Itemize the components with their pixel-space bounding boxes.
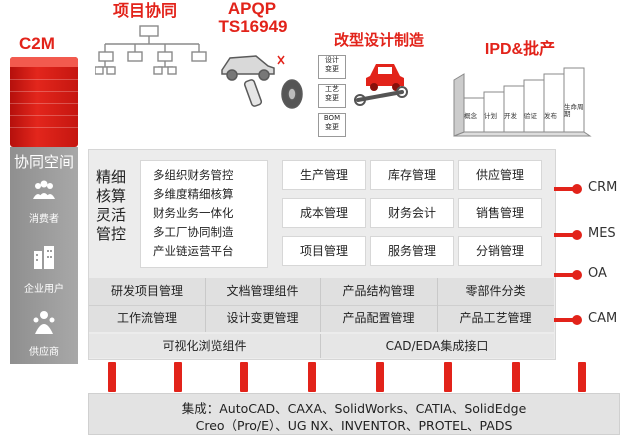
plm-part-classify[interactable]: 零部件分类 xyxy=(465,284,526,298)
plm-rd-project[interactable]: 研发项目管理 xyxy=(110,284,183,298)
process-change-doc: 工艺 变更 xyxy=(318,84,346,108)
module-project[interactable]: 项目管理 xyxy=(282,236,366,266)
crm-label[interactable]: CRM xyxy=(588,180,618,195)
plm-row-divider xyxy=(89,305,554,306)
feature-item: 多维度精细核算 xyxy=(153,187,234,201)
plm-design-change[interactable]: 设计变更管理 xyxy=(226,311,299,325)
plm-row3-bg xyxy=(89,334,554,358)
oa-label[interactable]: OA xyxy=(588,266,607,281)
sidebar-title: 协同空间 xyxy=(13,153,74,171)
plm-visual-browse[interactable]: 可视化浏览组件 xyxy=(162,339,247,353)
finance-title-line: 灵活 xyxy=(96,206,127,224)
car-parts-icon xyxy=(221,55,303,109)
ts16949-label: TS16949 xyxy=(218,17,288,36)
module-service[interactable]: 服务管理 xyxy=(370,236,454,266)
stage-verify: 验证 xyxy=(524,112,537,120)
module-inventory[interactable]: 库存管理 xyxy=(370,160,454,190)
module-production[interactable]: 生产管理 xyxy=(282,160,366,190)
pipe xyxy=(376,362,384,392)
apqp-label: APQP xyxy=(227,0,277,18)
change-docs: 设计 变更 工艺 变更 BOM 变更 xyxy=(318,55,346,137)
crm-dot xyxy=(572,184,582,194)
redesign-label: 改型设计制造 xyxy=(333,32,424,49)
mes-label[interactable]: MES xyxy=(588,226,616,241)
sidebar-item-supplier: 供应商 xyxy=(29,347,59,358)
design-change-doc: 设计 变更 xyxy=(318,55,346,79)
ipd-label: IPD&批产 xyxy=(484,41,556,58)
stage-lifecycle: 生命周期 xyxy=(564,103,584,118)
stage-concept: 概念 xyxy=(464,112,477,120)
building-icon xyxy=(34,246,54,269)
module-cost[interactable]: 成本管理 xyxy=(282,198,366,228)
plm-cad-eda-interface[interactable]: CAD/EDA集成接口 xyxy=(385,339,489,353)
finance-title: 精细 核算 灵活 管控 xyxy=(96,168,132,244)
stage-release: 发布 xyxy=(544,112,557,120)
stage-plan: 计划 xyxy=(484,112,497,120)
org-chart-icon xyxy=(95,25,207,75)
integration-line-2: Creo（Pro/E）、UG NX、INVENTOR、PROTEL、PADS xyxy=(195,418,513,433)
module-distribution[interactable]: 分销管理 xyxy=(458,236,542,266)
finance-title-line: 精细 xyxy=(96,168,127,186)
c2m-label: C2M xyxy=(19,34,55,53)
module-sales[interactable]: 销售管理 xyxy=(458,198,542,228)
mes-dot xyxy=(572,230,582,240)
bom-change-doc: BOM 变更 xyxy=(318,113,346,137)
module-supply[interactable]: 供应管理 xyxy=(458,160,542,190)
plm-doc-mgmt[interactable]: 文档管理组件 xyxy=(226,284,299,298)
plm-product-process[interactable]: 产品工艺管理 xyxy=(459,311,532,325)
pipe xyxy=(308,362,316,392)
sidebar-item-consumer: 消费者 xyxy=(29,214,59,225)
plm-col-divider xyxy=(437,278,438,332)
cam-label[interactable]: CAM xyxy=(588,311,618,326)
stage-develop: 开发 xyxy=(504,112,517,120)
pipe xyxy=(444,362,452,392)
plm-col-divider xyxy=(320,278,321,332)
plm-col-divider xyxy=(320,334,321,358)
mes-connector xyxy=(554,233,576,237)
project-collab-label: 项目协同 xyxy=(112,3,177,20)
finance-title-line: 管控 xyxy=(96,225,127,243)
finance-features: 精细 核算 灵活 管控 多组织财务管控 多维度精细核算 财务业务一体化 多工厂协… xyxy=(92,160,268,268)
people-icon xyxy=(33,180,55,199)
pipe xyxy=(174,362,182,392)
feature-item: 财务业务一体化 xyxy=(153,206,234,220)
c2m-block xyxy=(10,57,78,147)
integration-bar: 集成：AutoCAD、CAXA、SolidWorks、CATIA、SolidEd… xyxy=(88,393,620,435)
plm-product-structure[interactable]: 产品结构管理 xyxy=(342,284,415,298)
pipe xyxy=(578,362,586,392)
cam-dot xyxy=(572,315,582,325)
plm-col-divider xyxy=(205,278,206,332)
integration-line-1: 集成：AutoCAD、CAXA、SolidWorks、CATIA、SolidEd… xyxy=(181,401,527,416)
pipe xyxy=(240,362,248,392)
oa-dot xyxy=(572,270,582,280)
sidebar-item-enterprise: 企业用户 xyxy=(24,284,64,295)
cam-connector xyxy=(554,318,576,322)
plm-workflow[interactable]: 工作流管理 xyxy=(116,311,177,325)
oa-connector xyxy=(554,273,576,277)
finance-title-line: 核算 xyxy=(96,187,127,205)
red-car-wrench-icon xyxy=(354,64,408,106)
supplier-icon xyxy=(33,311,55,334)
feature-item: 多组织财务管控 xyxy=(153,168,234,182)
module-accounting[interactable]: 财务会计 xyxy=(370,198,454,228)
feature-item: 产业链运营平台 xyxy=(153,244,234,258)
ipd-stages-icon xyxy=(453,67,592,137)
finance-feature-box: 多组织财务管控 多维度精细核算 财务业务一体化 多工厂协同制造 产业链运营平台 xyxy=(140,160,268,268)
crm-connector xyxy=(554,187,576,191)
pipe xyxy=(512,362,520,392)
ipd-stage-labels: 概念 计划 开发 验证 发布 生命周期 xyxy=(464,104,588,124)
plm-product-config[interactable]: 产品配置管理 xyxy=(342,311,415,325)
feature-item: 多工厂协同制造 xyxy=(153,225,234,239)
collab-space-sidebar: 协同空间 消费者 企业用户 供应商 xyxy=(10,147,78,364)
pipe xyxy=(108,362,116,392)
